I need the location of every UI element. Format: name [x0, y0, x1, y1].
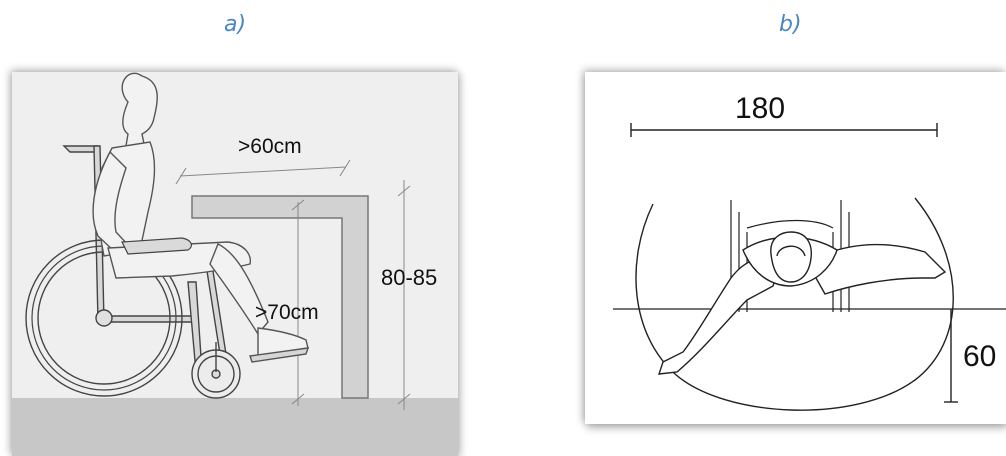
knee-clearance-label: >70cm	[255, 301, 319, 324]
table-height-dimension	[397, 180, 411, 410]
caption-b: b)	[779, 12, 802, 37]
reach-width-dimension	[630, 123, 938, 137]
reach-plan-diagram: 180 60	[585, 72, 1006, 424]
reach-depth-label: 60	[963, 340, 997, 373]
floor	[12, 398, 458, 456]
reach-width-label: 180	[735, 92, 786, 125]
wheelchair-table-drawing	[12, 72, 458, 456]
reach-depth-dimension	[944, 309, 958, 403]
reach-plan-drawing	[613, 123, 1006, 411]
person-top-view	[657, 231, 947, 375]
caption-a: a)	[224, 12, 247, 37]
table	[191, 195, 369, 399]
reach-arc	[635, 197, 954, 411]
armrest	[121, 237, 192, 255]
table-height-label: 80-85	[381, 265, 438, 290]
knee-clearance-dimension	[291, 199, 305, 406]
depth-dimension-line	[175, 159, 351, 185]
seated-person	[92, 72, 310, 363]
wheelchair-table-diagram: >60cm >70cm 80-85	[12, 72, 458, 456]
depth-label: >60cm	[238, 135, 302, 158]
caster-wheel	[191, 342, 241, 399]
